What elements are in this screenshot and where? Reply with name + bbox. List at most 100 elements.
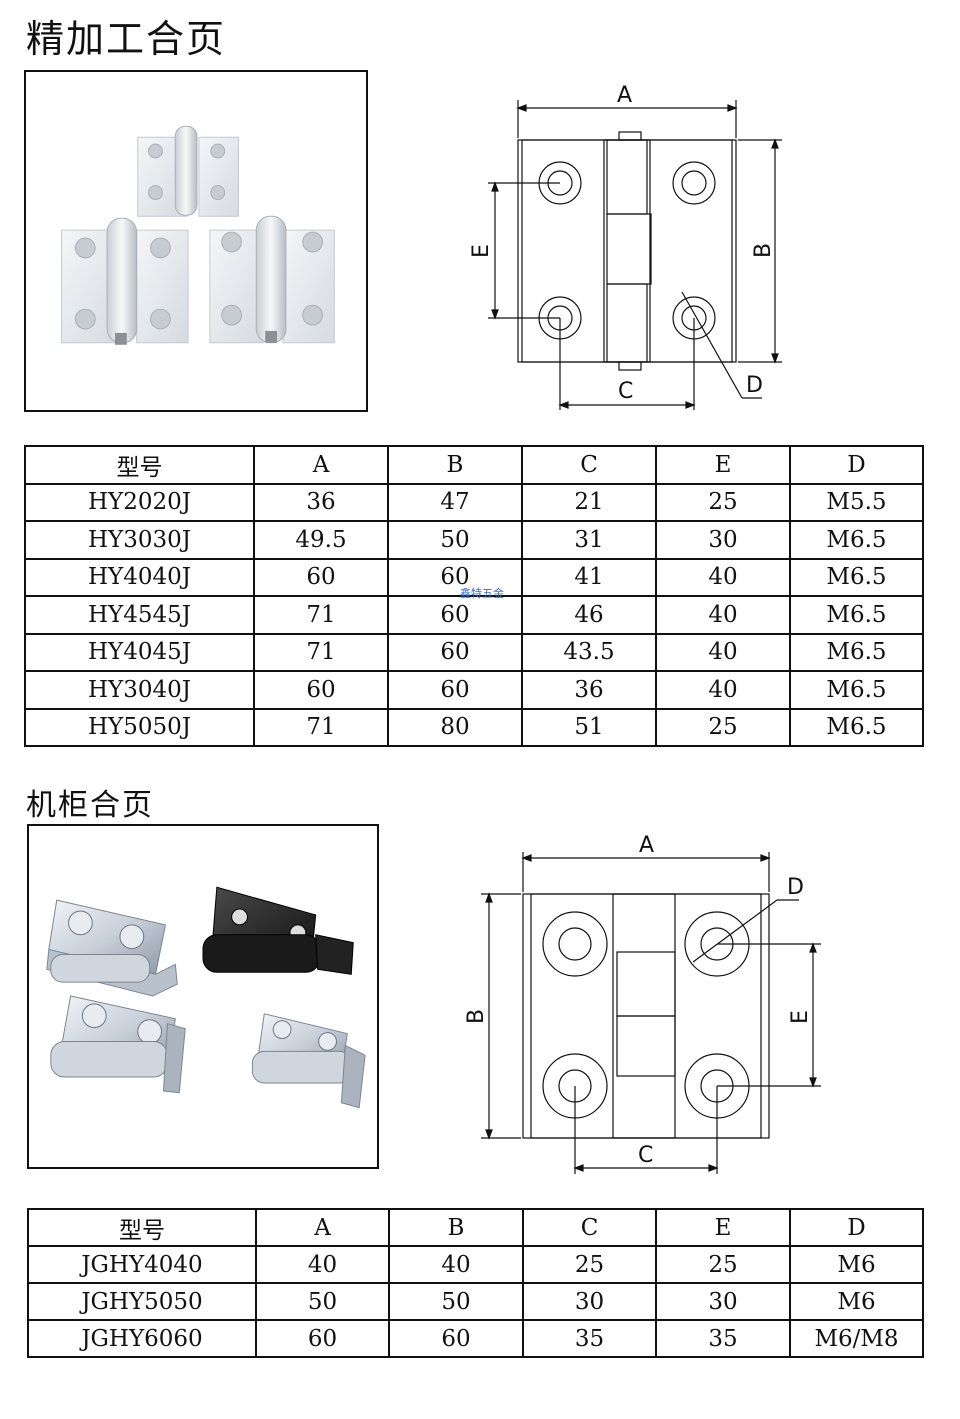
cell-e: 40: [655, 670, 791, 710]
dim-label-c: C: [618, 379, 633, 404]
header-d: D: [789, 1208, 924, 1247]
cell-model: HY5050J: [24, 707, 255, 747]
table-row: JGHY6060 60 60 35 35 M6/M8: [27, 1319, 924, 1358]
header-e: E: [655, 445, 791, 485]
cell-model: JGHY6060: [27, 1319, 257, 1358]
cell-d: M6.5: [789, 557, 924, 597]
cell-b: 60: [387, 557, 523, 597]
dim-label-d: D: [746, 373, 763, 398]
cell-d: M6.5: [789, 632, 924, 672]
cell-c: 30: [522, 1282, 657, 1321]
cell-c: 35: [522, 1319, 657, 1358]
cell-b: 60: [387, 632, 523, 672]
table-row: JGHY4040 40 40 25 25 M6: [27, 1245, 924, 1284]
cabinet-hinge-photo: [27, 824, 379, 1169]
cell-a: 60: [253, 557, 389, 597]
cell-b: 80: [387, 707, 523, 747]
cell-b: 40: [388, 1245, 524, 1284]
cell-b: 47: [387, 482, 523, 522]
cell-c: 25: [522, 1245, 657, 1284]
header-d: D: [789, 445, 924, 485]
cell-e: 35: [655, 1319, 791, 1358]
table-row: JGHY5050 50 50 30 30 M6: [27, 1282, 924, 1321]
table-header-row: 型号 A B C E D: [24, 445, 924, 485]
cell-d: M6/M8: [789, 1319, 924, 1358]
cell-a: 40: [255, 1245, 390, 1284]
cell-e: 30: [655, 520, 791, 560]
table-row: HY2020J 36 47 21 25 M5.5: [24, 482, 924, 522]
cell-a: 60: [253, 670, 389, 710]
cell-e: 30: [655, 1282, 791, 1321]
table-row: HY5050J 71 80 51 25 M6.5: [24, 707, 924, 747]
cell-e: 40: [655, 595, 791, 635]
dim-label-a: A: [617, 83, 632, 108]
cell-e: 40: [655, 557, 791, 597]
cell-model: JGHY4040: [27, 1245, 257, 1284]
table-header-row: 型号 A B C E D: [27, 1208, 924, 1247]
header-model: 型号: [24, 445, 255, 485]
cell-model: HY4545J: [24, 595, 255, 635]
dim-label-a: A: [639, 833, 654, 858]
table-row: HY3030J 49.5 50 31 30 M6.5: [24, 520, 924, 560]
precision-hinge-photo: [24, 70, 368, 412]
header-b: B: [388, 1208, 524, 1247]
header-a: A: [253, 445, 389, 485]
cell-a: 36: [253, 482, 389, 522]
table-row: HY4545J 71 60 46 40 M6.5: [24, 595, 924, 635]
header-b: B: [387, 445, 523, 485]
cell-e: 25: [655, 482, 791, 522]
cell-b: 50: [387, 520, 523, 560]
table-row: HY4045J 71 60 43.5 40 M6.5: [24, 632, 924, 672]
cell-b: 60: [387, 670, 523, 710]
header-c: C: [521, 445, 657, 485]
dim-label-e: E: [788, 1010, 813, 1024]
cell-e: 25: [655, 1245, 791, 1284]
cell-a: 71: [253, 632, 389, 672]
cell-d: M6.5: [789, 670, 924, 710]
cell-model: HY3030J: [24, 520, 255, 560]
watermark-text: 鑫特五金: [460, 587, 504, 600]
cell-model: HY4040J: [24, 557, 255, 597]
cell-d: M6: [789, 1245, 924, 1284]
cabinet-hinge-dimension-drawing: A D C B E: [455, 822, 835, 1182]
cell-c: 51: [521, 707, 657, 747]
cell-b: 50: [388, 1282, 524, 1321]
dim-label-b: B: [464, 1009, 489, 1024]
cell-model: HY3040J: [24, 670, 255, 710]
cell-model: JGHY5050: [27, 1282, 257, 1321]
cell-a: 49.5: [253, 520, 389, 560]
header-model: 型号: [27, 1208, 257, 1247]
cell-d: M6.5: [789, 595, 924, 635]
cell-c: 36: [521, 670, 657, 710]
cell-c: 31: [521, 520, 657, 560]
cell-c: 41: [521, 557, 657, 597]
cell-c: 21: [521, 482, 657, 522]
cell-d: M6.5: [789, 520, 924, 560]
dim-label-b: B: [751, 243, 776, 258]
precision-hinge-spec-table: 型号 A B C E D HY2020J 36 47 21 25 M5.5 HY…: [24, 445, 924, 747]
cell-d: M6.5: [789, 707, 924, 747]
precision-hinge-dimension-drawing: A D C B E: [460, 70, 820, 415]
cell-c: 43.5: [521, 632, 657, 672]
dim-label-e: E: [469, 244, 494, 258]
cabinet-hinge-spec-table: 型号 A B C E D JGHY4040 40 40 25 25 M6 JGH…: [27, 1208, 924, 1358]
table-row: HY4040J 60 60 41 40 M6.5: [24, 557, 924, 597]
cell-e: 25: [655, 707, 791, 747]
cell-c: 46: [521, 595, 657, 635]
cell-d: M6: [789, 1282, 924, 1321]
table-row: HY3040J 60 60 36 40 M6.5: [24, 670, 924, 710]
cell-model: HY4045J: [24, 632, 255, 672]
section-title-precision-hinge: 精加工合页: [26, 17, 227, 61]
header-a: A: [255, 1208, 390, 1247]
cell-model: HY2020J: [24, 482, 255, 522]
dim-label-d: D: [787, 875, 804, 900]
header-e: E: [655, 1208, 791, 1247]
cell-a: 71: [253, 707, 389, 747]
cell-e: 40: [655, 632, 791, 672]
cell-b: 60: [388, 1319, 524, 1358]
cell-d: M5.5: [789, 482, 924, 522]
dim-label-c: C: [638, 1143, 653, 1168]
cell-a: 50: [255, 1282, 390, 1321]
cell-a: 71: [253, 595, 389, 635]
cell-b: 60: [387, 595, 523, 635]
